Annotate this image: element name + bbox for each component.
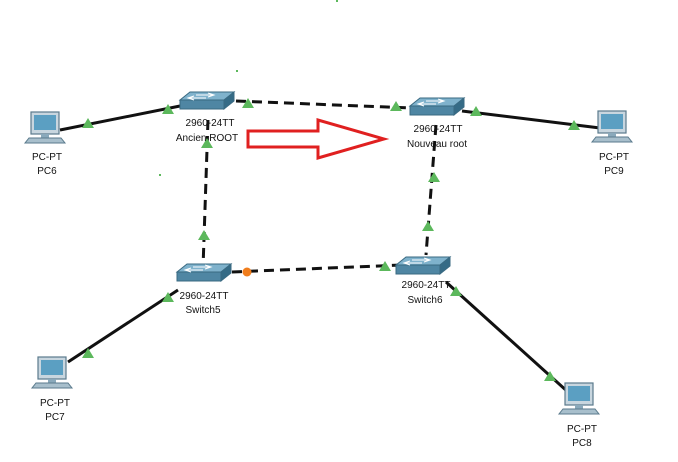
port-up-indicator — [470, 106, 482, 116]
links-layer — [59, 99, 601, 394]
switch-sw6[interactable]: 2960-24TT Switch6 — [395, 256, 451, 306]
port-up-indicator — [162, 292, 174, 302]
port-up-indicator — [390, 101, 402, 111]
port-indicators — [82, 98, 580, 381]
switch-model-label: 2960-24TT — [414, 124, 463, 135]
pc-icon — [591, 110, 633, 143]
link-sw-new-sw6[interactable] — [424, 124, 438, 256]
link-sw5-sw6[interactable] — [231, 263, 403, 274]
port-up-indicator — [242, 98, 254, 108]
link-sw5-pc7[interactable] — [67, 288, 179, 364]
switch-name-label: Switch6 — [407, 295, 442, 306]
switch-icon — [179, 91, 235, 110]
port-up-indicator — [544, 371, 556, 381]
switch-icon — [176, 263, 232, 282]
switch-name-label: Switch5 — [185, 305, 220, 316]
port-up-indicator — [162, 104, 174, 114]
port-up-indicator — [82, 348, 94, 358]
port-up-indicator — [82, 118, 94, 128]
port-up-indicator — [201, 138, 213, 148]
switch-model-label: 2960-24TT — [180, 291, 229, 302]
pc-icon — [558, 382, 600, 415]
switch-name-label: Nouveau root — [407, 139, 467, 150]
port-up-indicator — [198, 230, 210, 240]
port-up-indicator — [422, 221, 434, 231]
pc-pc9[interactable]: PC-PT PC9 — [591, 110, 633, 177]
pc-name-label: PC7 — [45, 412, 65, 423]
switch-icon — [409, 97, 465, 116]
pc-name-label: PC8 — [572, 438, 592, 449]
stray-mark — [336, 0, 338, 2]
switch-model-label: 2960-24TT — [186, 118, 235, 129]
pc-icon — [24, 111, 66, 144]
port-up-indicator — [450, 286, 462, 296]
switch-name-label: Ancien ROOT — [176, 133, 238, 144]
port-up-indicator — [379, 261, 391, 271]
stray-mark — [159, 174, 161, 176]
pc-model-label: PC-PT — [599, 152, 629, 163]
pc-model-label: PC-PT — [567, 424, 597, 435]
link-sw-new-pc9[interactable] — [461, 109, 601, 130]
red-arrow-annotation — [246, 118, 390, 160]
pc-model-label: PC-PT — [40, 398, 70, 409]
stray-mark — [236, 70, 238, 72]
port-up-indicator — [428, 172, 440, 182]
pc-model-label: PC-PT — [32, 152, 62, 163]
link-pc6-sw-old[interactable] — [59, 103, 186, 132]
pc-pc6[interactable]: PC-PT PC6 — [24, 111, 66, 177]
port-up-indicator — [568, 120, 580, 130]
switch-sw-old[interactable]: 2960-24TT Ancien ROOT — [176, 91, 238, 144]
pc-name-label: PC6 — [37, 166, 57, 177]
switch-icon — [395, 256, 451, 275]
switch-model-label: 2960-24TT — [402, 280, 451, 291]
switch-sw-new[interactable]: 2960-24TT Nouveau root — [407, 97, 467, 150]
pc-pc8[interactable]: PC-PT PC8 — [558, 382, 600, 449]
pc-icon — [31, 356, 73, 389]
pc-name-label: PC9 — [604, 166, 624, 177]
switch-sw5[interactable]: 2960-24TT Switch5 — [176, 263, 232, 316]
port-blocked-indicator — [242, 267, 252, 277]
link-sw-old-sw-new[interactable] — [235, 99, 413, 110]
pc-pc7[interactable]: PC-PT PC7 — [31, 356, 73, 423]
link-sw6-pc8[interactable] — [444, 280, 570, 394]
